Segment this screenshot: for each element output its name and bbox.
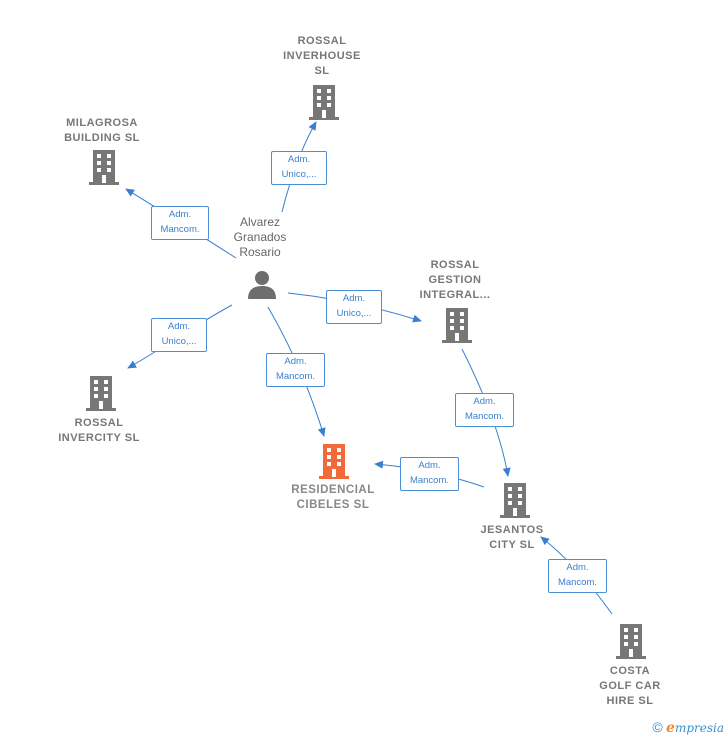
edge-label-adm-mancom[interactable]: Adm. Mancom. xyxy=(455,393,514,427)
company-label-residencial-cibeles: RESIDENCIAL CIBELES SL xyxy=(291,484,375,511)
edge-label-adm-unico[interactable]: Adm. Unico,... xyxy=(326,290,382,324)
company-label-jesantos-city: JESANTOS CITY SL xyxy=(480,524,544,551)
person-icon[interactable] xyxy=(247,270,277,300)
copyright-symbol: © xyxy=(652,719,663,735)
company-label-milagrosa-building: MILAGROSA BUILDING SL xyxy=(64,117,140,144)
building-icon[interactable] xyxy=(500,483,530,519)
company-label-rossal-invercity: ROSSAL INVERCITY SL xyxy=(58,417,140,444)
edge-label-adm-unico[interactable]: Adm. Unico,... xyxy=(151,318,207,352)
building-icon[interactable] xyxy=(616,624,646,660)
company-label-rossal-gestion: ROSSAL GESTION INTEGRAL... xyxy=(419,259,491,301)
edge-label-adm-mancom[interactable]: Adm. Mancom. xyxy=(266,353,325,387)
edge-label-adm-unico[interactable]: Adm. Unico,... xyxy=(271,151,327,185)
edge-label-adm-mancom[interactable]: Adm. Mancom. xyxy=(400,457,459,491)
brand-logo-e: e xyxy=(666,720,675,736)
building-icon[interactable] xyxy=(89,150,119,186)
company-label-rossal-inverhouse: ROSSAL INVERHOUSE SL xyxy=(283,35,361,77)
empresia-watermark: © empresia xyxy=(652,719,724,736)
building-icon-focus[interactable] xyxy=(319,444,349,480)
edge-label-adm-mancom[interactable]: Adm. Mancom. xyxy=(548,559,607,593)
building-icon[interactable] xyxy=(309,85,339,121)
building-icon[interactable] xyxy=(442,308,472,344)
company-label-costa-golf: COSTA GOLF CAR HIRE SL xyxy=(599,665,661,707)
edge-label-adm-mancom[interactable]: Adm. Mancom. xyxy=(151,206,209,240)
brand-logo-text: mpresia xyxy=(674,721,724,735)
building-icon[interactable] xyxy=(86,376,116,412)
person-name-label: Alvarez Granados Rosario xyxy=(233,215,287,259)
